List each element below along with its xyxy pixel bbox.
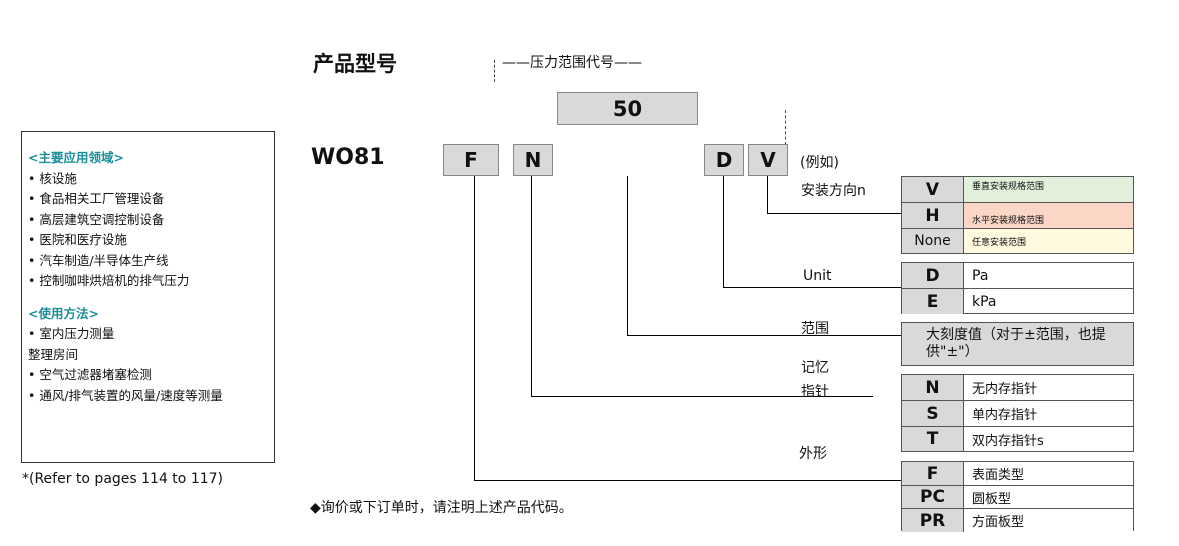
shape-desc-pc: 圆板型	[972, 491, 1012, 507]
table-row: D Pa	[902, 263, 1133, 289]
mount-code-h: H	[902, 203, 964, 228]
list-item: • 核设施	[28, 170, 77, 186]
unit-label: Unit	[803, 268, 832, 284]
mount-desc-h: 水平安装规格范围	[964, 203, 1133, 228]
shape-desc-pr: 方面板型	[972, 515, 1025, 530]
application-panel: <主要应用领域> • 核设施 • 食品相关工厂管理设备 • 高层建筑空调控制设备…	[21, 131, 275, 463]
connector-d-horizontal	[723, 287, 901, 288]
table-row: T 双内存指针s	[902, 427, 1133, 451]
table-row: H 水平安装规格范围	[902, 203, 1133, 229]
shape-code-pr: PR	[902, 509, 964, 532]
range-dash-right	[785, 110, 786, 145]
mount-direction-label: 安装方向n	[801, 183, 866, 199]
range-description-box: 大刻度值（对于±范围，也提供"±"）	[901, 322, 1134, 366]
list-item: 整理房间	[28, 346, 79, 362]
list-item: • 通风/排气装置的风量/速度等测量	[28, 387, 223, 403]
table-row: PR 方面板型	[902, 509, 1133, 532]
range-code-label: ——压力范围代号——	[502, 55, 642, 71]
shape-desc-f: 表面类型	[972, 468, 1025, 483]
table-row: E kPa	[902, 289, 1133, 314]
range-code-box: 50	[557, 92, 698, 125]
code-box-n: N	[513, 144, 553, 176]
connector-d-vertical	[723, 176, 724, 288]
unit-desc-e: kPa	[972, 293, 997, 310]
panel-heading-applications: <主要应用领域>	[28, 150, 124, 165]
table-row: V 垂直安装规格范围	[902, 177, 1133, 203]
order-note: ◆询价或下订单时，请注明上述产品代码。	[310, 500, 573, 516]
shape-label: 外形	[799, 446, 827, 462]
mount-desc-none: 任意安装范围	[964, 229, 1133, 253]
list-item: • 控制咖啡烘焙机的排气压力	[28, 273, 190, 288]
memory-code-n: N	[902, 375, 964, 400]
connector-f-horizontal	[474, 480, 901, 481]
list-item: • 汽车制造/半导体生产线	[28, 252, 169, 268]
mount-code-none: None	[902, 229, 964, 253]
table-row: None 任意安装范围	[902, 229, 1133, 253]
range-label: 范围	[801, 321, 829, 337]
connector-range-vertical	[627, 176, 628, 336]
memory-code-s: S	[902, 401, 964, 426]
mount-direction-table: V 垂直安装规格范围 H 水平安装规格范围 None 任意安装范围	[901, 176, 1134, 254]
code-box-d: D	[704, 144, 744, 176]
connector-v-vertical	[767, 176, 768, 214]
connector-range-horizontal	[627, 335, 901, 336]
range-dash-left	[494, 60, 495, 82]
table-row: F 表面类型	[902, 462, 1133, 486]
list-item: • 高层建筑空调控制设备	[28, 211, 165, 227]
memory-code-t: T	[902, 427, 964, 451]
unit-table: D Pa E kPa	[901, 262, 1134, 314]
table-row: PC 圆板型	[902, 486, 1133, 509]
mount-code-v: V	[902, 177, 964, 202]
shape-code-pc: PC	[902, 486, 964, 508]
mount-desc-v: 垂直安装规格范围	[964, 177, 1133, 202]
memory-desc-n: 无内存指针	[972, 382, 1038, 397]
list-item: • 室内压力测量	[28, 326, 115, 341]
shape-table: F 表面类型 PC 圆板型 PR 方面板型	[901, 461, 1134, 532]
example-label: (例如)	[800, 155, 839, 171]
memory-desc-t: 双内存指针s	[972, 433, 1044, 449]
model-name: WO81	[311, 145, 385, 170]
code-box-v: V	[748, 144, 788, 176]
memory-pointer-table: N 无内存指针 S 单内存指针 T 双内存指针s	[901, 374, 1134, 452]
memory-label-1: 记忆	[801, 360, 829, 376]
list-item: • 医院和医疗设施	[28, 232, 127, 247]
page-title: 产品型号	[313, 51, 397, 76]
table-row: S 单内存指针	[902, 401, 1133, 427]
list-item: • 空气过滤器堵塞检测	[28, 367, 152, 382]
unit-code-e: E	[902, 289, 964, 314]
refer-note: *(Refer to pages 114 to 117)	[22, 471, 223, 487]
memory-label-2: 指针	[801, 384, 829, 400]
shape-code-f: F	[902, 462, 964, 485]
connector-n-horizontal	[531, 396, 873, 397]
unit-desc-d: Pa	[972, 267, 989, 284]
table-row: N 无内存指针	[902, 375, 1133, 401]
connector-n-vertical	[531, 176, 532, 397]
panel-heading-usage: <使用方法>	[28, 305, 99, 321]
memory-desc-s: 单内存指针	[972, 408, 1038, 423]
unit-code-d: D	[902, 263, 964, 288]
connector-f-vertical	[474, 176, 475, 481]
list-item: • 食品相关工厂管理设备	[28, 191, 165, 206]
code-box-f: F	[443, 144, 499, 176]
range-description: 大刻度值（对于±范围，也提供"±"）	[926, 327, 1106, 360]
connector-v-horizontal	[767, 213, 901, 214]
